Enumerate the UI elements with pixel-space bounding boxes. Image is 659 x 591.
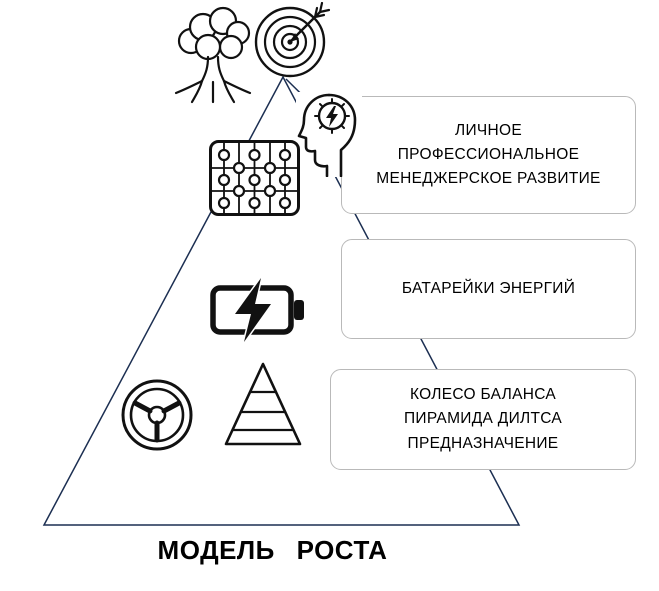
label-box-balance-text: КОЛЕСО БАЛАНСА ПИРАМИДА ДИЛТСА ПРЕДНАЗНА… xyxy=(403,386,563,452)
label-box-development: ЛИЧНОЕ ПРОФЕССИОНАЛЬНОЕ МЕНЕДЖЕРСКОЕ РАЗ… xyxy=(341,96,636,214)
label-box-batteries-text: БАТАРЕЙКИ ЭНЕРГИЙ xyxy=(401,279,576,297)
battery-icon xyxy=(207,276,307,344)
label-box-batteries: БАТАРЕЙКИ ЭНЕРГИЙ xyxy=(341,239,636,339)
target-icon xyxy=(252,2,332,80)
abacus-icon xyxy=(207,138,302,218)
dilts-pyramid-icon xyxy=(222,360,304,448)
diagram-title: МОДЕЛЬ РОСТА xyxy=(157,535,388,565)
label-box-development-text: ЛИЧНОЕ ПРОФЕССИОНАЛЬНОЕ МЕНЕДЖЕРСКОЕ РАЗ… xyxy=(376,121,601,187)
label-box-balance: КОЛЕСО БАЛАНСА ПИРАМИДА ДИЛТСА ПРЕДНАЗНА… xyxy=(330,369,636,470)
tree-icon xyxy=(168,5,258,105)
steering-wheel-icon xyxy=(117,376,197,454)
head-idea-icon xyxy=(296,92,362,177)
